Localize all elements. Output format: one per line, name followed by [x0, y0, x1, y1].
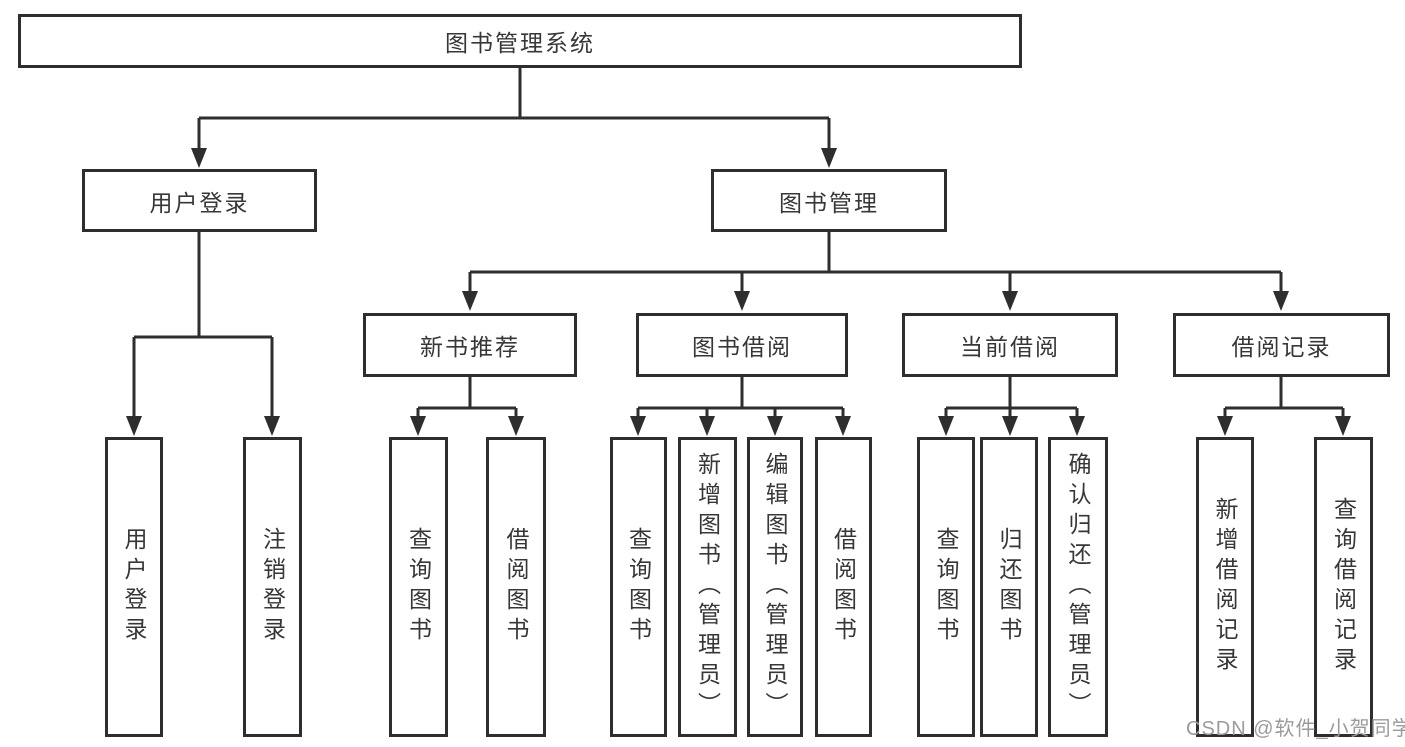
- leaf-query-books-borrow: 查询图书: [610, 437, 667, 737]
- leaf-query-books-recommend: 查询图书: [389, 437, 448, 737]
- node-label: 借阅记录: [1231, 334, 1332, 360]
- node-label: 确认归还（管理员）: [1065, 452, 1091, 722]
- leaf-query-borrow-record: 查询借阅记录: [1314, 437, 1373, 737]
- node-label: 用户登录: [121, 527, 147, 647]
- node-label: 借阅图书: [830, 527, 857, 647]
- leaf-edit-book-admin: 编辑图书（管理员）: [747, 437, 803, 737]
- node-borrow-records: 借阅记录: [1173, 313, 1390, 377]
- node-label: 查询图书: [933, 527, 959, 647]
- leaf-add-borrow-record: 新增借阅记录: [1196, 437, 1254, 737]
- node-label: 注销登录: [259, 527, 286, 647]
- node-label: 图书管理: [779, 189, 879, 216]
- node-book-borrow: 图书借阅: [636, 313, 848, 377]
- leaf-confirm-return-admin: 确认归还（管理员）: [1048, 437, 1108, 737]
- node-label: 编辑图书（管理员）: [762, 452, 788, 722]
- node-label: 新增借阅记录: [1212, 497, 1238, 677]
- csdn-watermark: CSDN @软件_小贺同学: [1186, 718, 1405, 740]
- node-label: 借阅图书: [503, 527, 529, 647]
- node-label: 当前借阅: [960, 334, 1060, 360]
- leaf-add-book-admin: 新增图书（管理员）: [678, 437, 737, 737]
- node-label: 查询借阅记录: [1330, 497, 1357, 677]
- node-book-management: 图书管理: [711, 169, 947, 232]
- node-label: 图书借阅: [692, 334, 792, 360]
- leaf-query-books-current: 查询图书: [917, 437, 975, 737]
- leaf-borrow-books: 借阅图书: [815, 437, 872, 737]
- node-label: 归还图书: [996, 527, 1022, 647]
- leaf-user-login: 用户登录: [105, 437, 163, 737]
- node-user-login: 用户登录: [82, 169, 317, 232]
- leaf-borrow-books-recommend: 借阅图书: [486, 437, 546, 737]
- leaf-logout: 注销登录: [243, 437, 302, 737]
- leaf-return-book: 归还图书: [980, 437, 1038, 737]
- node-label: 查询图书: [405, 527, 432, 647]
- node-current-borrow: 当前借阅: [902, 313, 1118, 377]
- node-label: 图书管理系统: [445, 30, 595, 56]
- node-new-book-recommend: 新书推荐: [363, 313, 577, 377]
- node-label: 新书推荐: [420, 334, 520, 360]
- node-label: 新增图书（管理员）: [694, 452, 721, 722]
- node-root: 图书管理系统: [18, 14, 1022, 68]
- node-label: 查询图书: [625, 527, 652, 647]
- node-label: 用户登录: [149, 189, 250, 216]
